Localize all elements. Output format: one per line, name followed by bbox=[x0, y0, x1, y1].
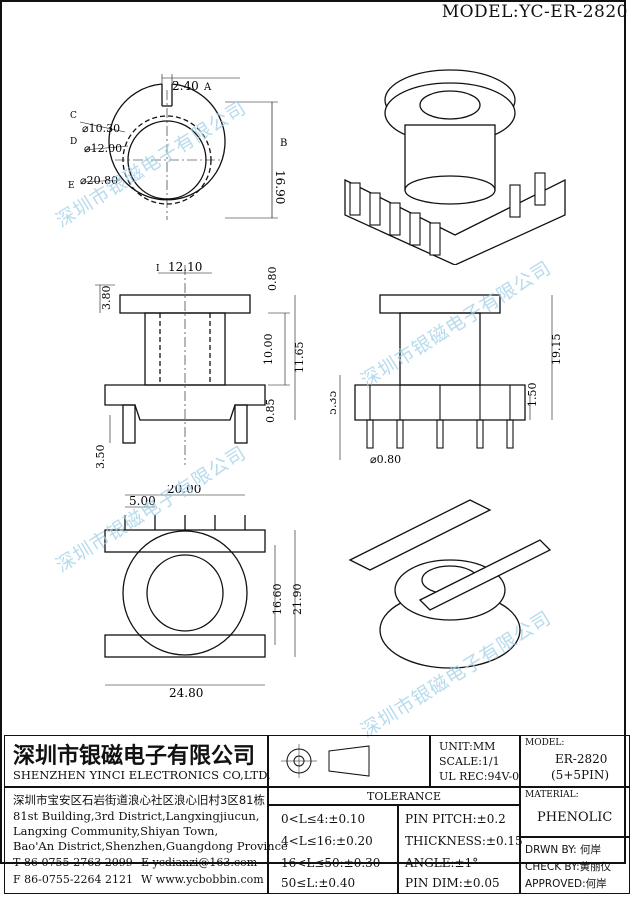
top-view-drawing: 2.40 A 16.90 B ⌀10.30 C ⌀12.00 D ⌀20.80 … bbox=[68, 74, 287, 220]
projection-icon bbox=[281, 744, 370, 778]
dim-pin-diameter: ⌀0.80 bbox=[370, 453, 401, 466]
dim-pin-span: 20.00 bbox=[167, 485, 201, 496]
drawn-by: DRWN BY: 何岸 bbox=[525, 844, 602, 856]
material-value: PHENOLIC bbox=[537, 810, 613, 825]
dim-top-thickness: 0.80 bbox=[266, 267, 279, 292]
ul-text: UL REC:94V-0 bbox=[439, 770, 520, 783]
model-pins: (5+5PIN) bbox=[551, 768, 610, 782]
pin-dim-tolerance: PIN DIM:±0.05 bbox=[405, 876, 500, 890]
address-en-3: Bao'An District,Shenzhen,Guangdong Provi… bbox=[13, 839, 288, 853]
tag-slot: A bbox=[203, 82, 212, 93]
thickness-tolerance: THICKNESS:±0.15 bbox=[405, 834, 523, 848]
fax: F 86-0755-2264 2121 bbox=[13, 873, 134, 886]
drawing-frame bbox=[0, 0, 626, 864]
dim-total-height: 11.65 bbox=[293, 342, 306, 374]
address-cn: 深圳市宝安区石岩街道浪心社区浪心旧村3区81栋 bbox=[13, 793, 265, 807]
dim-front-total-height: 19.15 bbox=[550, 334, 563, 366]
website: W www.ycbobbin.com bbox=[141, 873, 264, 886]
tag-d1: C bbox=[70, 111, 77, 121]
tolerance-extra: PIN PITCH:±0.2 THICKNESS:±0.15 ANGLE:±1°… bbox=[398, 805, 523, 894]
scale-text: SCALE:1/1 bbox=[439, 755, 500, 768]
unit-scale-cell: UNIT:MM SCALE:1/1 UL REC:94V-0 bbox=[430, 735, 520, 787]
material-cell: MATERIAL: PHENOLIC bbox=[520, 787, 630, 837]
dim-outer-width: 21.90 bbox=[291, 584, 304, 616]
dim-base-height: 1.50 bbox=[526, 383, 539, 408]
isometric-view-top bbox=[344, 69, 566, 265]
signoff-cell: DRWN BY: 何岸 CHECK BY:黄丽仪 APPROVED:何岸 bbox=[520, 837, 630, 894]
material-label: MATERIAL: bbox=[525, 790, 579, 800]
phone: T 86-0755-2763 2099 bbox=[13, 856, 133, 869]
company-name-en: SHENZHEN YINCI ELECTRONICS CO,LTD. bbox=[13, 768, 271, 782]
company-name-cn: 深圳市银磁电子有限公司 bbox=[13, 744, 256, 769]
tolerance-header: TOLERANCE bbox=[268, 787, 520, 805]
model-title: MODEL:YC-ER-2820 bbox=[441, 2, 628, 22]
tolerance-row: 16<L≤50:±0.30 bbox=[281, 856, 381, 870]
dim-d3: ⌀20.80 bbox=[80, 174, 118, 187]
front-view-drawing: 5.35 ⌀0.80 1.50 19.15 bbox=[330, 294, 563, 466]
tag-d3: E bbox=[68, 181, 75, 191]
dim-top-width: 12.10 bbox=[168, 260, 202, 274]
dim-base-thickness: 0.85 bbox=[264, 399, 277, 424]
projection-symbol-cell bbox=[268, 735, 430, 787]
dim-inner-height: 10.00 bbox=[262, 334, 275, 366]
bottom-view-drawing: 20.00 5.00 16.60 21.90 24.80 bbox=[104, 485, 304, 700]
dim-top-height: 16.90 bbox=[273, 170, 287, 204]
address-cell: 深圳市宝安区石岩街道浪心社区浪心旧村3区81栋 81st Building,3r… bbox=[4, 787, 288, 894]
tolerance-ranges: 0<L≤4:±0.10 4<L≤16:±0.20 16<L≤50:±0.30 5… bbox=[268, 805, 398, 894]
model-cell: MODEL: ER-2820 (5+5PIN) bbox=[520, 735, 630, 787]
tag-d2: D bbox=[70, 137, 77, 147]
address-en-1: 81st Building,3rd District,Langxingjiucu… bbox=[13, 809, 260, 823]
unit-text: UNIT:MM bbox=[439, 740, 496, 753]
dim-slot-width: 2.40 bbox=[172, 79, 199, 93]
dim-inner-width: 16.60 bbox=[271, 584, 284, 616]
checked-by: CHECK BY:黄丽仪 bbox=[525, 861, 612, 873]
pin-pitch-tolerance: PIN PITCH:±0.2 bbox=[405, 812, 506, 826]
model-value: ER-2820 bbox=[555, 752, 608, 766]
email: E ycdianzi@163.com bbox=[141, 856, 258, 869]
isometric-view-bottom bbox=[348, 499, 552, 669]
tolerance-row: 4<L≤16:±0.20 bbox=[281, 834, 373, 848]
tolerance-row: 0<L≤4:±0.10 bbox=[281, 812, 366, 826]
approved-by: APPROVED:何岸 bbox=[525, 878, 607, 890]
dim-d1: ⌀10.30 bbox=[82, 122, 120, 135]
dim-pin-pitch: 5.00 bbox=[129, 494, 156, 508]
dim-flange-height: 3.80 bbox=[100, 286, 113, 311]
dim-pin-length: 3.50 bbox=[94, 445, 107, 470]
dim-pin-offset: 5.35 bbox=[330, 391, 339, 416]
company-name-cell: 深圳市银磁电子有限公司 SHENZHEN YINCI ELECTRONICS C… bbox=[4, 735, 271, 787]
dim-bottom-width: 24.80 bbox=[169, 686, 203, 700]
angle-tolerance: ANGLE:±1° bbox=[405, 856, 479, 870]
address-en-2: Langxing Community,Shiyan Town, bbox=[13, 824, 219, 838]
tolerance-title: TOLERANCE bbox=[367, 790, 441, 803]
model-label: MODEL: bbox=[525, 738, 565, 748]
side-view-drawing: 12.10 I 3.80 0.80 10.00 11.65 0.85 3.50 bbox=[94, 260, 306, 470]
dim-d2: ⌀12.00 bbox=[84, 142, 122, 155]
tolerance-row: 50≤L:±0.40 bbox=[281, 876, 356, 890]
tag-height: B bbox=[280, 138, 287, 149]
tag-top-width: I bbox=[156, 264, 160, 274]
